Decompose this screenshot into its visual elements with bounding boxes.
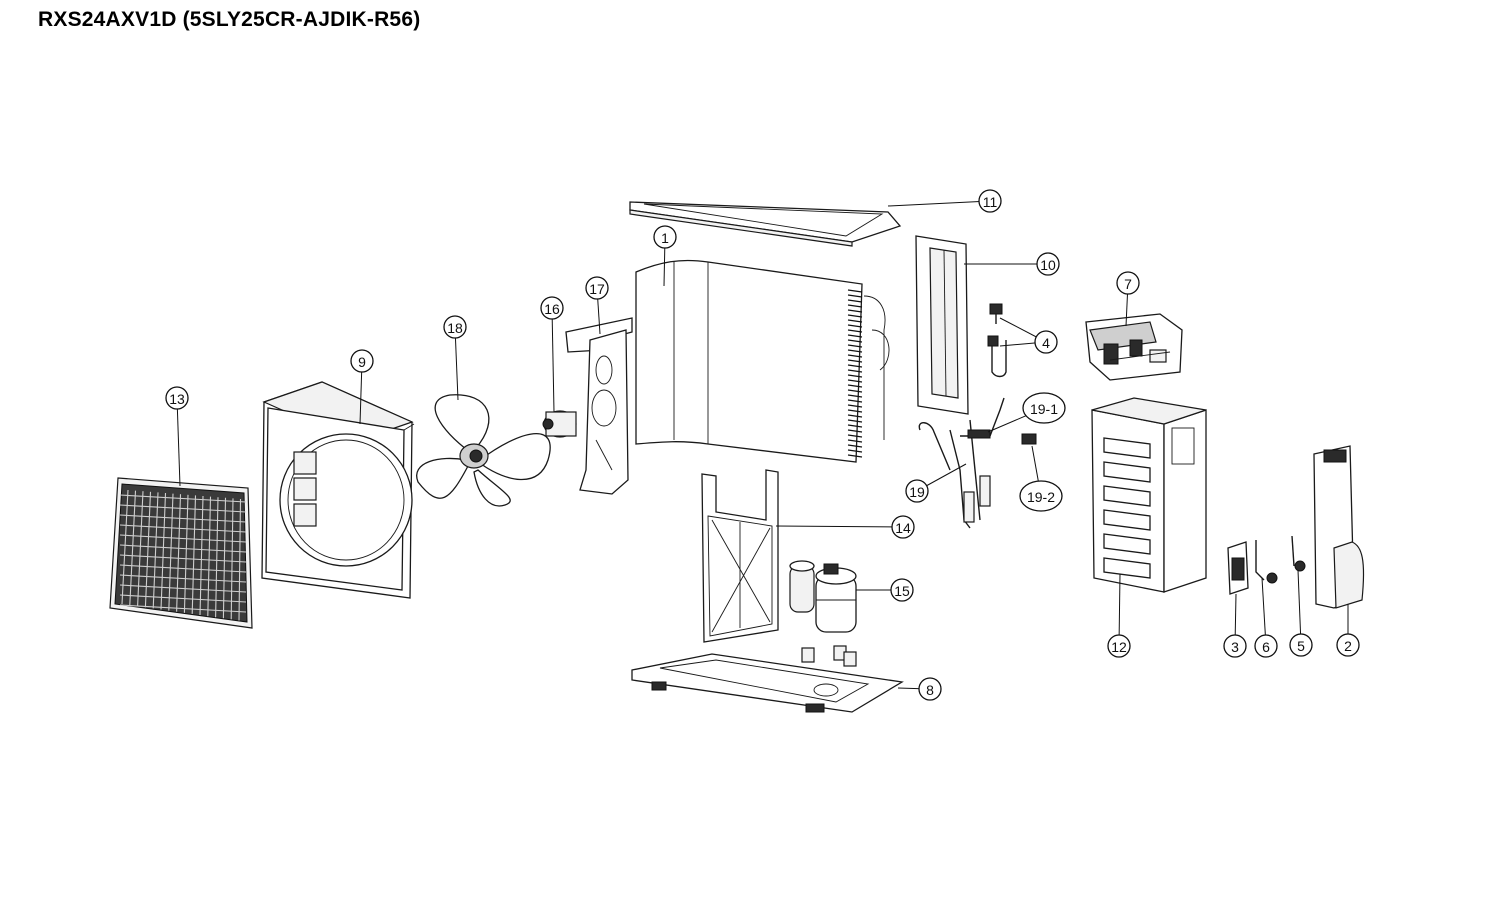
callout-label: 19-2 xyxy=(1027,489,1055,505)
callout-circle xyxy=(1022,392,1066,424)
callout-19-1: 19-1 xyxy=(987,392,1066,433)
callout-10: 10 xyxy=(964,252,1060,276)
callout-9: 9 xyxy=(350,349,374,425)
part-control-box xyxy=(1085,313,1183,381)
callout-circle xyxy=(653,225,677,249)
callout-4: 4 xyxy=(999,317,1058,354)
callout-leader xyxy=(176,397,181,487)
callout-leader xyxy=(887,200,991,207)
part-heat-exchanger xyxy=(635,259,890,463)
callout-circle xyxy=(1034,330,1058,354)
page-title: RXS24AXV1D (5SLY25CR-AJDIK-R56) xyxy=(38,8,421,31)
callout-13: 13 xyxy=(165,386,189,487)
callout-label: 3 xyxy=(1231,639,1239,655)
callout-label: 5 xyxy=(1297,638,1305,654)
part-fan-propeller xyxy=(416,394,551,507)
part-side-plate xyxy=(915,235,969,415)
callout-2: 2 xyxy=(1336,604,1360,657)
callout-leader xyxy=(551,307,555,413)
part-terminal-plate xyxy=(1227,541,1249,595)
callout-6: 6 xyxy=(1254,577,1278,658)
callout-circle xyxy=(443,315,467,339)
part-service-valve xyxy=(1291,535,1306,572)
part-partition-plate xyxy=(701,469,779,643)
callout-circle xyxy=(1036,252,1060,276)
callout-circle xyxy=(891,515,915,539)
callout-label: 19 xyxy=(909,484,925,500)
callout-circle xyxy=(905,479,929,503)
callout-17: 17 xyxy=(585,276,609,335)
callout-label: 13 xyxy=(169,391,185,407)
callout-circle xyxy=(585,276,609,300)
part-compressor xyxy=(789,560,857,633)
part-top-plate xyxy=(629,201,902,247)
part-side-cover xyxy=(1313,445,1365,609)
callout-18: 18 xyxy=(443,315,467,401)
callout-label: 19-1 xyxy=(1030,401,1058,417)
callout-19: 19 xyxy=(905,463,967,503)
callout-label: 10 xyxy=(1040,257,1056,273)
callout-label: 4 xyxy=(1042,335,1050,351)
callout-label: 8 xyxy=(926,682,934,698)
callout-label: 6 xyxy=(1262,639,1270,655)
callout-circle xyxy=(1336,633,1360,657)
callout-circle xyxy=(540,296,564,320)
callout-leader xyxy=(775,525,904,528)
callout-label: 9 xyxy=(358,354,366,370)
callout-circle xyxy=(1289,633,1313,657)
callout-11: 11 xyxy=(887,189,1002,213)
part-piping-assembly xyxy=(918,397,1005,529)
callout-circle xyxy=(890,578,914,602)
callout-circle xyxy=(1116,271,1140,295)
part-fan-motor xyxy=(542,410,577,438)
part-base-plate xyxy=(631,645,904,713)
callout-19-2: 19-2 xyxy=(1019,445,1063,512)
callout-label: 2 xyxy=(1344,638,1352,654)
callout-label: 14 xyxy=(895,520,911,536)
part-motor-bracket xyxy=(565,317,633,495)
callout-leader xyxy=(1297,569,1302,646)
callout-label: 18 xyxy=(447,320,463,336)
callout-circle xyxy=(1107,634,1131,658)
part-thermistor xyxy=(987,303,1007,378)
part-stop-valve xyxy=(1255,540,1278,584)
part-front-grille xyxy=(109,477,253,629)
callout-16: 16 xyxy=(540,296,564,413)
callout-label: 7 xyxy=(1124,276,1132,292)
callout-15: 15 xyxy=(856,578,914,602)
part-front-panel xyxy=(261,381,415,599)
callout-label: 15 xyxy=(894,583,910,599)
callout-circle xyxy=(918,677,942,701)
callout-label: 11 xyxy=(983,194,998,210)
callout-5: 5 xyxy=(1289,569,1313,657)
callout-12: 12 xyxy=(1107,573,1131,658)
callout-circle xyxy=(165,386,189,410)
callout-8: 8 xyxy=(897,677,942,701)
callout-label: 12 xyxy=(1111,639,1127,655)
callout-circle xyxy=(1254,634,1278,658)
callout-7: 7 xyxy=(1116,271,1140,327)
callout-3: 3 xyxy=(1223,593,1247,658)
callout-circle xyxy=(978,189,1002,213)
part-small-connector xyxy=(1021,433,1037,445)
callout-leader xyxy=(1118,573,1121,647)
callout-leader xyxy=(454,326,459,401)
callout-label: 17 xyxy=(589,281,605,297)
part-right-side-panel xyxy=(1091,397,1207,593)
callout-14: 14 xyxy=(775,515,915,539)
callout-label: 1 xyxy=(661,230,669,246)
callout-label: 16 xyxy=(544,301,560,317)
callout-circle xyxy=(1019,480,1063,512)
callout-circle xyxy=(1223,634,1247,658)
callout-1: 1 xyxy=(653,225,677,287)
callout-circle xyxy=(350,349,374,373)
